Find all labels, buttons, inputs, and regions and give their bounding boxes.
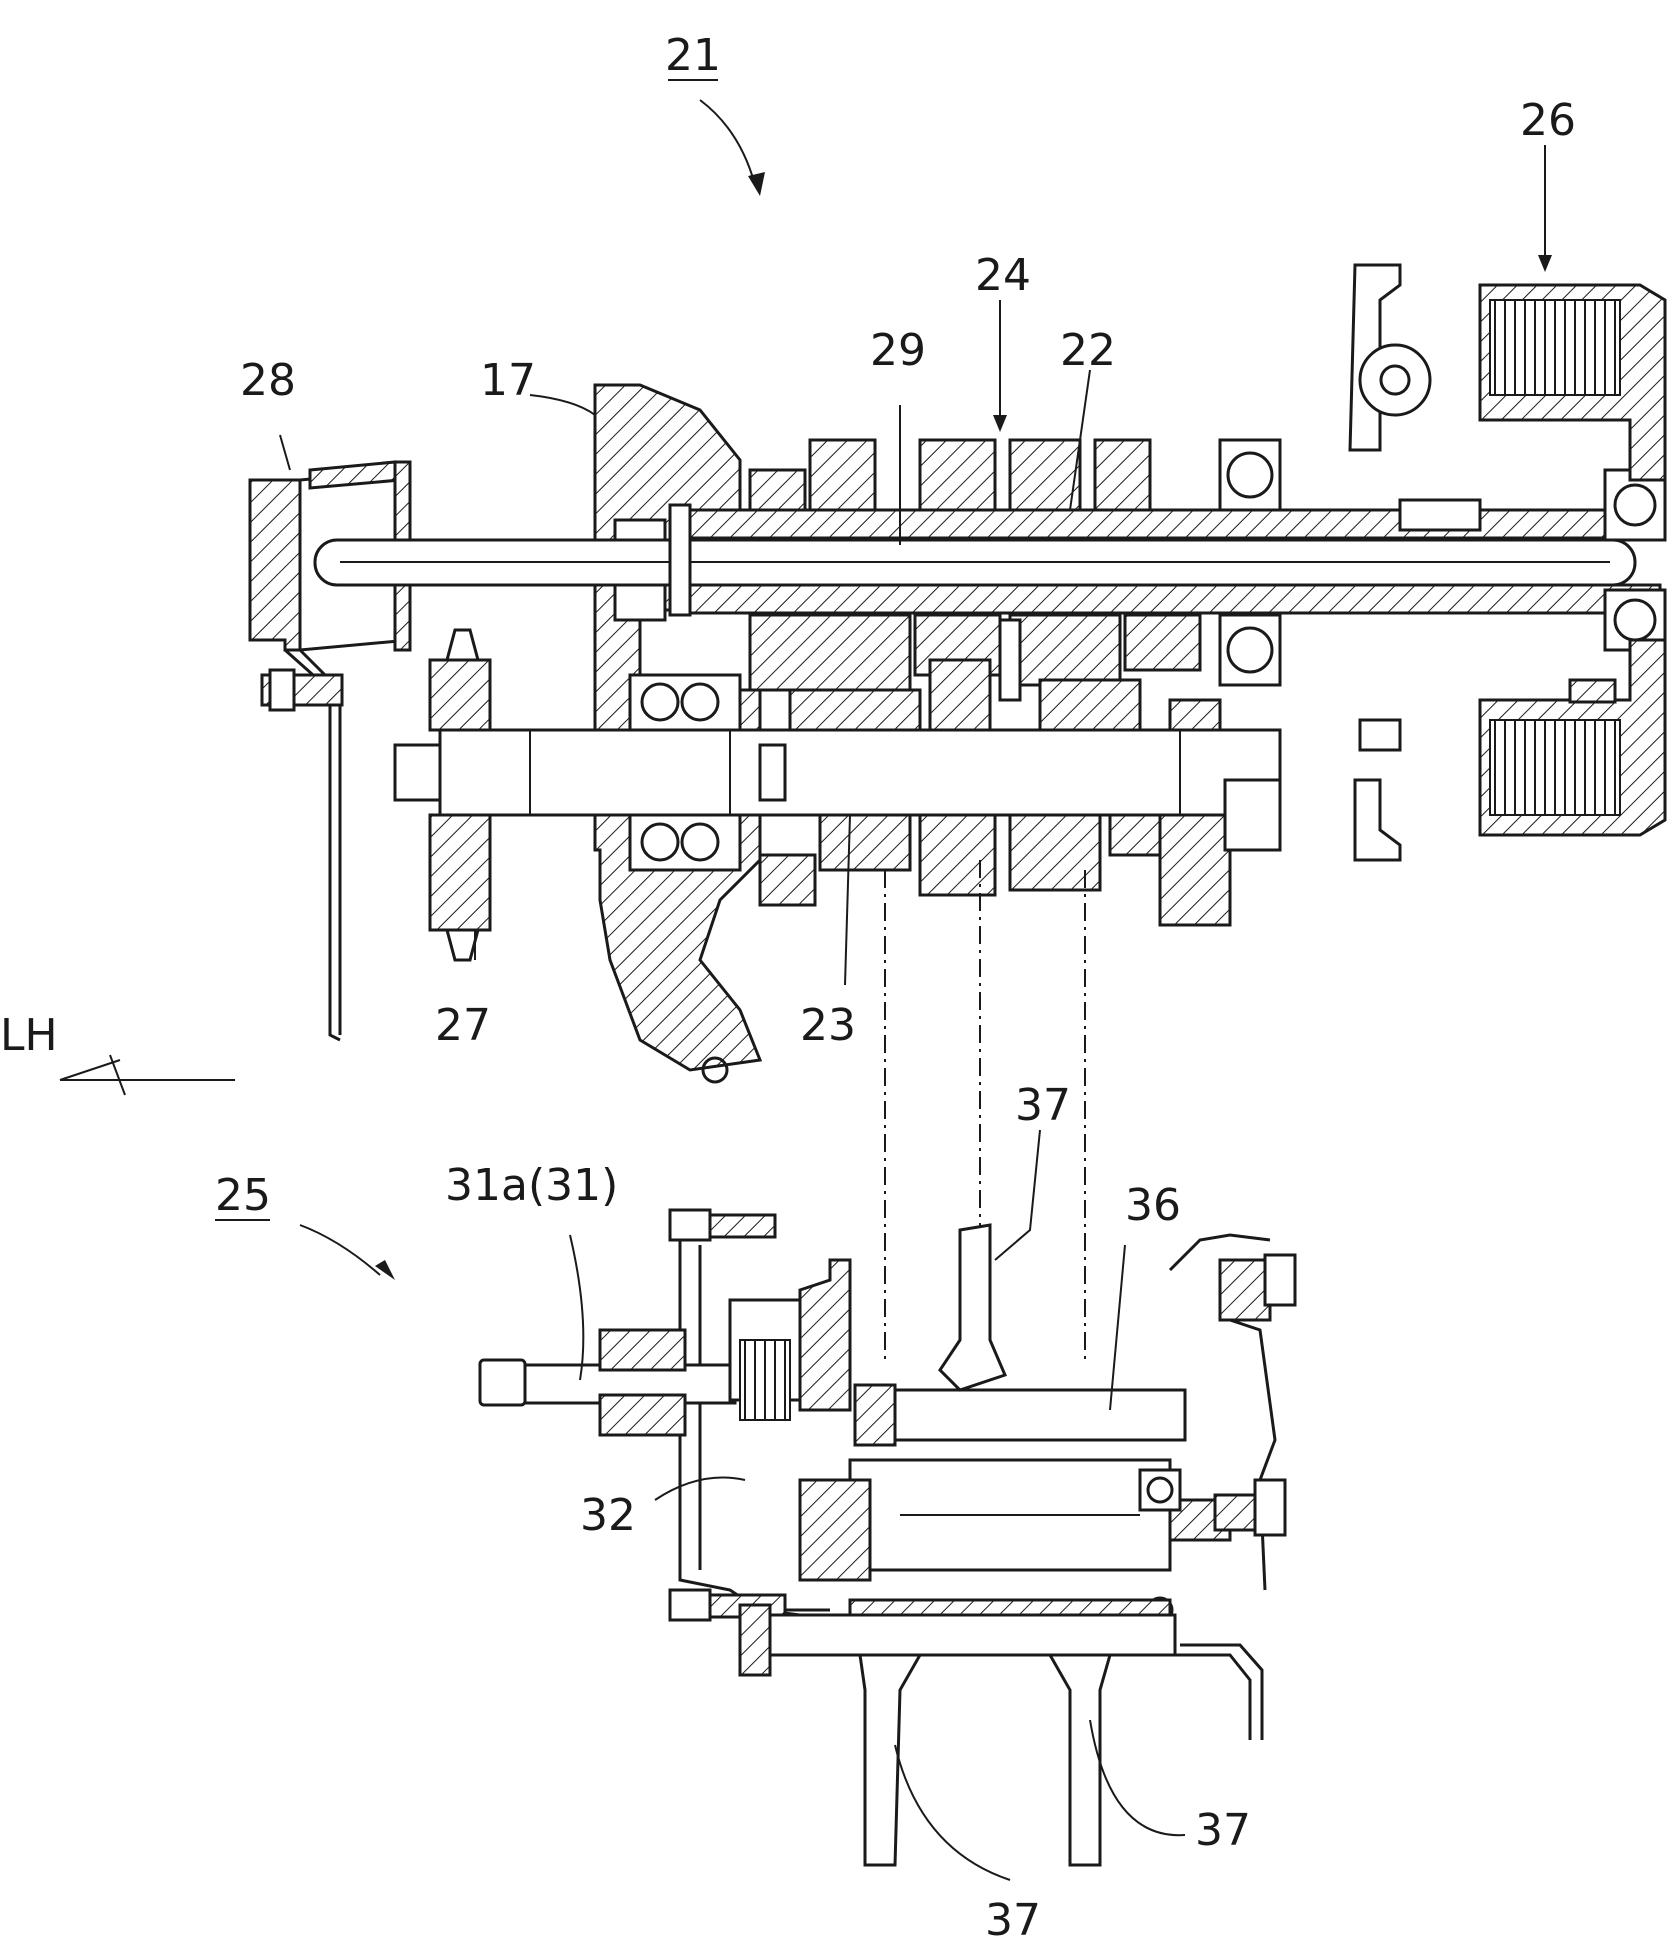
ref-29: 29 — [870, 325, 926, 376]
ref-37-top: 37 — [1015, 1080, 1071, 1131]
ref-25: 25 — [215, 1170, 271, 1221]
ref-31a: 31a(31) — [445, 1160, 618, 1211]
ref-lh: LH — [0, 1010, 58, 1061]
ref-26: 26 — [1520, 95, 1576, 146]
shift-fork-bottom-right-37 — [1050, 1655, 1110, 1865]
ref-28: 28 — [240, 355, 296, 406]
ref-22: 22 — [1060, 325, 1116, 376]
counter-shaft-end-nut — [1225, 780, 1280, 850]
counter-shaft-23 — [395, 730, 1280, 815]
fork-shaft-lower — [770, 1615, 1175, 1655]
ref-24: 24 — [975, 250, 1031, 301]
shift-spindle-31a — [480, 1260, 850, 1435]
shift-fork-top-37 — [940, 1225, 1005, 1390]
ref-23: 23 — [800, 1000, 856, 1051]
ref-37-right: 37 — [1195, 1805, 1251, 1856]
shift-fork-bottom-left-37 — [860, 1655, 920, 1865]
ref-36: 36 — [1125, 1180, 1181, 1231]
stopper-assembly — [1170, 1235, 1295, 1740]
lower-left-bracket — [740, 1605, 770, 1675]
ref-37-bottom: 37 — [985, 1895, 1041, 1946]
ref-27: 27 — [435, 1000, 491, 1051]
shift-drum-36 — [800, 1385, 1230, 1630]
reference-numerals: 21 26 24 29 22 28 17 27 23 LH 37 36 25 3… — [0, 30, 1576, 1946]
ref-21: 21 — [665, 30, 721, 81]
ref-17: 17 — [480, 355, 536, 406]
ref-32: 32 — [580, 1490, 636, 1541]
long-shaft-29 — [315, 540, 1635, 585]
